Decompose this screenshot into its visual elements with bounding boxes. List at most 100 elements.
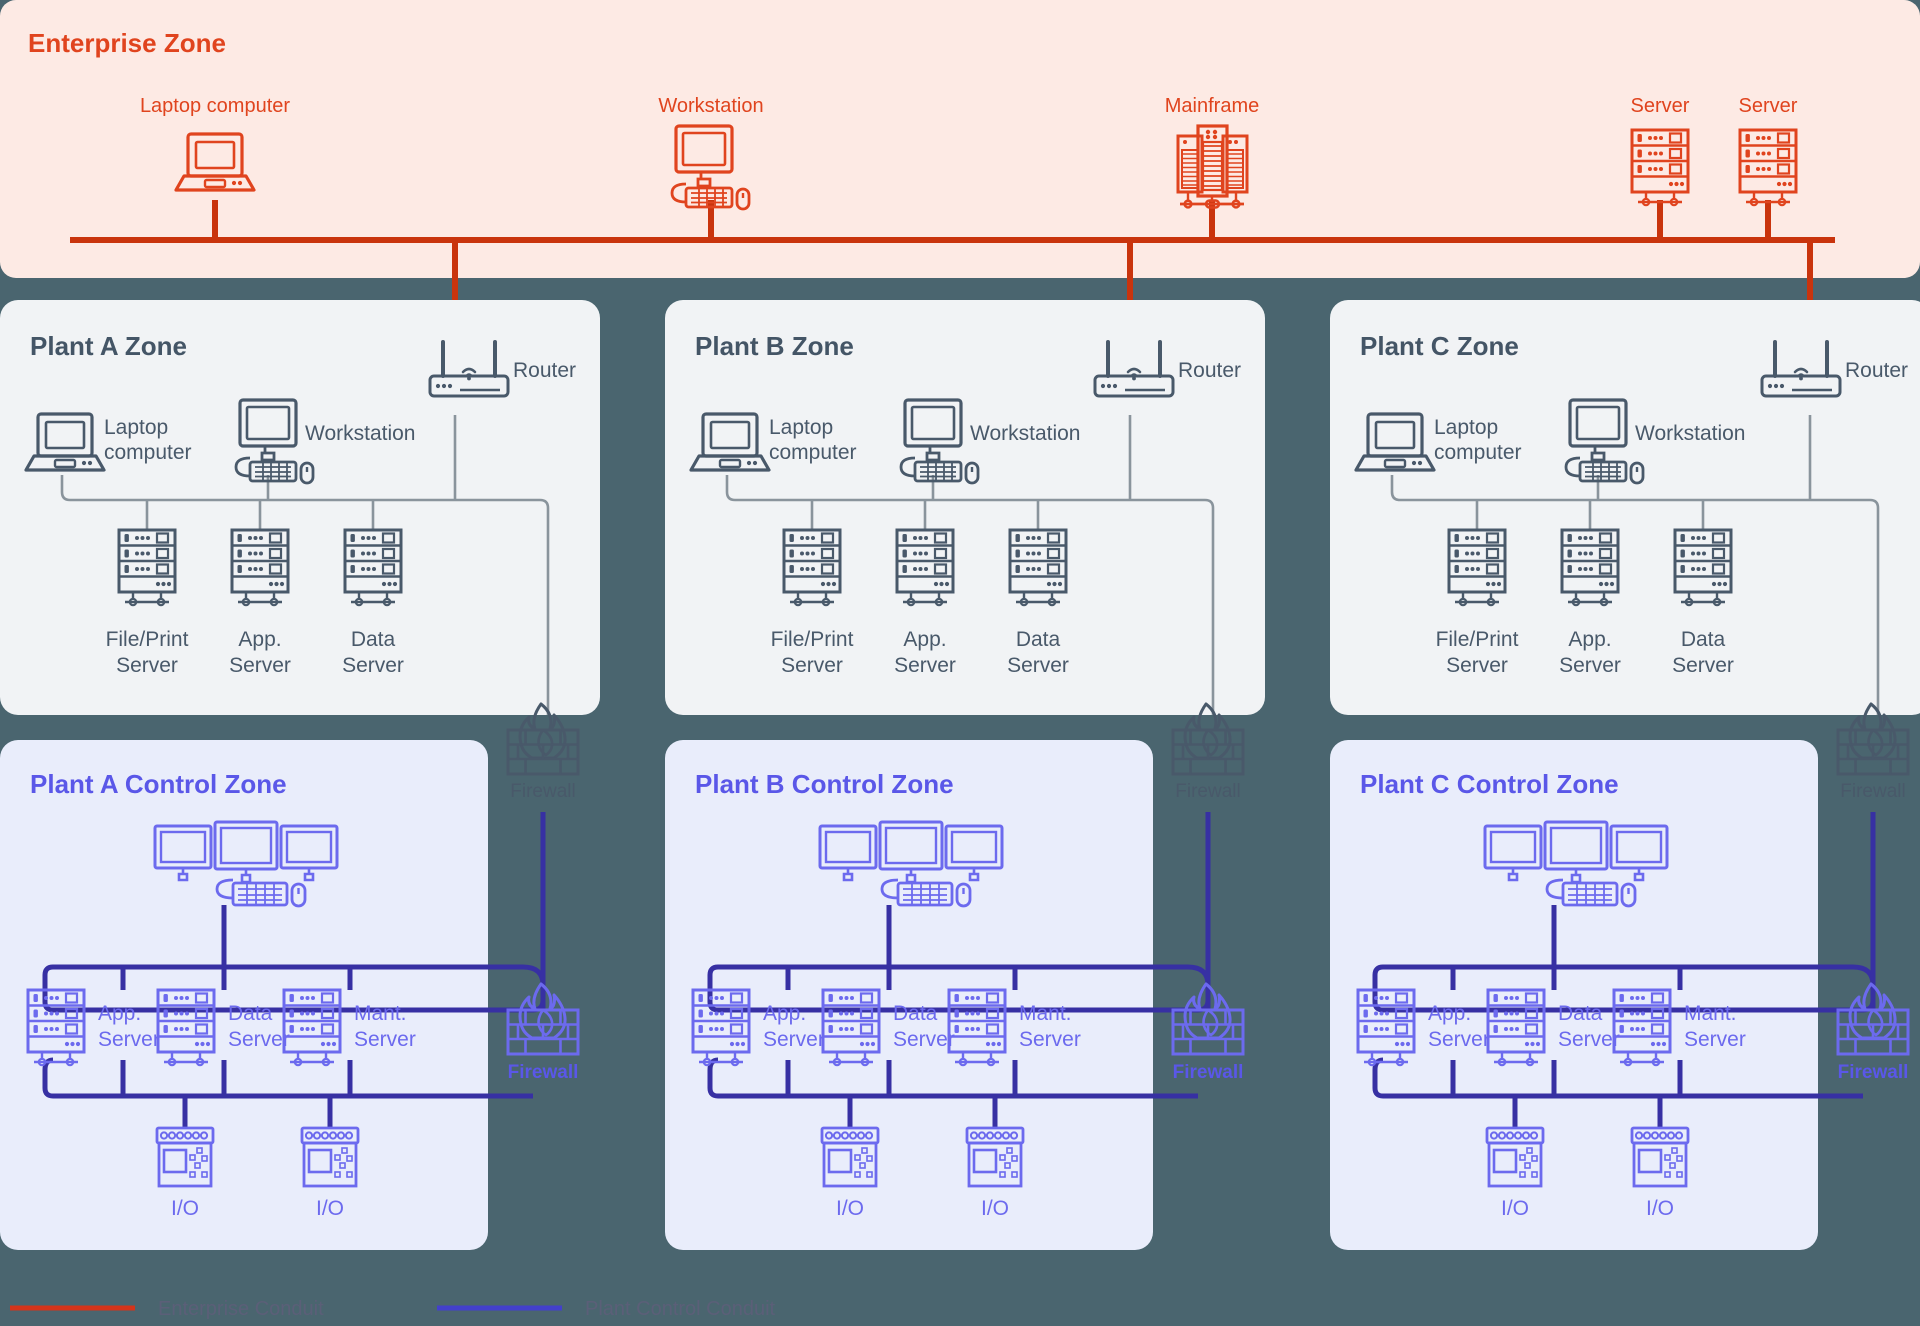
plant-c-server-1-label-2: Server — [1559, 654, 1621, 677]
plant-b-workstation-label: Workstation — [970, 422, 1081, 445]
plant-c-server-app[interactable]: App. Server — [1559, 528, 1621, 677]
plant-c-io-1[interactable]: I/O — [1485, 1126, 1545, 1220]
plant-b-laptop[interactable]: Laptop computer — [689, 412, 857, 472]
plant-c-ctrl-server-0-label-2: Server — [1428, 1028, 1490, 1051]
enterprise-server-1-label: Server — [1631, 95, 1690, 117]
plant-b-server-app[interactable]: App. Server — [894, 528, 956, 677]
plant-a-control-zone: Plant A Control Zone App. Server Data Se… — [0, 740, 580, 1250]
plant-a-server-fileprint[interactable]: File/Print Server — [106, 528, 189, 677]
legend: Enterprise Conduit Plant Control Conduit — [10, 1298, 776, 1320]
plant-a-server-0-label-2: Server — [116, 654, 178, 677]
plant-a-ctrl-server-mant[interactable]: Mant. Server — [282, 988, 416, 1067]
plant-a-ctrl-server-2-label-2: Server — [354, 1028, 416, 1051]
enterprise-zone: Enterprise Zone Laptop computer Workstat… — [0, 0, 1920, 375]
plant-b-ctrl-server-0-label-2: Server — [763, 1028, 825, 1051]
plant-c-io-2-label: I/O — [1646, 1197, 1674, 1220]
plant-a-internal-links — [60, 415, 550, 715]
enterprise-node-laptop[interactable]: Laptop computer — [140, 95, 290, 192]
plant-a-workstation[interactable]: Workstation — [234, 398, 416, 485]
plant-c-workstation-label: Workstation — [1635, 422, 1746, 445]
plant-c-control-zone-panel — [1330, 740, 1818, 1250]
plant-c-ctrl-server-mant[interactable]: Mant. Server — [1612, 988, 1746, 1067]
plant-b-server-fileprint[interactable]: File/Print Server — [771, 528, 854, 677]
plant-c-server-data[interactable]: Data Server — [1672, 528, 1734, 677]
plant-a-inner-firewall-label: Firewall — [508, 1062, 579, 1083]
plant-b-server-0-label-2: Server — [781, 654, 843, 677]
plant-b-zone-title: Plant B Zone — [695, 331, 854, 361]
plant-a-ctrl-server-0-label-2: Server — [98, 1028, 160, 1051]
plant-c-ctrl-server-data[interactable]: Data Server — [1486, 988, 1620, 1067]
plant-a-outer-firewall[interactable]: Firewall — [506, 702, 580, 802]
plant-b-router[interactable]: Router — [1093, 340, 1241, 398]
plant-b-ctrl-server-2-label-2: Server — [1019, 1028, 1081, 1051]
plant-a-control-zone-title: Plant A Control Zone — [30, 769, 287, 799]
plant-b-server-data[interactable]: Data Server — [1007, 528, 1069, 677]
plant-a-outer-firewall-label: Firewall — [510, 781, 575, 802]
plant-c-ctrl-server-1-label-1: Data — [1558, 1002, 1603, 1025]
plant-b-inner-firewall[interactable]: Firewall — [1171, 982, 1245, 1083]
plant-a-ctrl-server-0-label-1: App. — [98, 1002, 141, 1025]
plant-c-ctrl-server-0-label-1: App. — [1428, 1002, 1471, 1025]
enterprise-server-2-label: Server — [1739, 95, 1798, 117]
plant-a-io-1[interactable]: I/O — [155, 1126, 215, 1220]
plant-a-zone-title: Plant A Zone — [30, 331, 187, 361]
plant-c-server-0-label-2: Server — [1446, 654, 1508, 677]
plant-c-ctrl-server-app[interactable]: App. Server — [1356, 988, 1490, 1067]
plant-a-ctrl-server-1-label-1: Data — [228, 1002, 273, 1025]
plant-a-server-data[interactable]: Data Server — [342, 528, 404, 677]
plant-c-server-fileprint[interactable]: File/Print Server — [1436, 528, 1519, 677]
plant-c-outer-firewall-label: Firewall — [1840, 781, 1905, 802]
plant-a-laptop-label-2: computer — [104, 441, 192, 464]
plant-a-ctrl-server-2-label-1: Mant. — [354, 1002, 407, 1025]
plant-b-io-1[interactable]: I/O — [820, 1126, 880, 1220]
enterprise-node-server-1[interactable]: Server — [1630, 95, 1690, 207]
plant-c-router[interactable]: Router — [1760, 340, 1908, 398]
plant-c-router-label: Router — [1845, 359, 1908, 382]
plant-b-control-zone: Plant B Control Zone App. Server Data Se… — [665, 740, 1245, 1250]
plant-a-server-app[interactable]: App. Server — [229, 528, 291, 677]
plant-b-ctrl-server-1-label-1: Data — [893, 1002, 938, 1025]
plant-c-outer-firewall[interactable]: Firewall — [1836, 702, 1910, 802]
enterprise-node-workstation[interactable]: Workstation — [658, 95, 764, 211]
plant-a-laptop[interactable]: Laptop computer — [24, 412, 192, 472]
enterprise-mainframe-label: Mainframe — [1165, 95, 1259, 117]
plant-b-workstation[interactable]: Workstation — [899, 398, 1081, 485]
plant-a-router[interactable]: Router — [428, 340, 576, 398]
plant-c-zone: Plant C Zone Router Laptop computer Work… — [1330, 300, 1920, 715]
plant-b-server-2-label-1: Data — [1016, 628, 1061, 651]
plant-b-inner-firewall-label: Firewall — [1173, 1062, 1244, 1083]
plant-c-server-1-label-1: App. — [1568, 628, 1611, 651]
plant-c-ctrl-server-1-label-2: Server — [1558, 1028, 1620, 1051]
plant-a-zone-panel — [0, 300, 600, 715]
plant-c-inner-firewall[interactable]: Firewall — [1836, 982, 1910, 1083]
plant-a-io-2[interactable]: I/O — [300, 1126, 360, 1220]
plant-b-control-zone-panel — [665, 740, 1153, 1250]
plant-a-server-1-label-1: App. — [238, 628, 281, 651]
plant-c-server-2-label-2: Server — [1672, 654, 1734, 677]
plant-c-laptop[interactable]: Laptop computer — [1354, 412, 1522, 472]
enterprise-node-server-2[interactable]: Server — [1738, 95, 1798, 207]
plant-c-io-2[interactable]: I/O — [1630, 1126, 1690, 1220]
plant-a-ctrl-server-app[interactable]: App. Server — [26, 988, 160, 1067]
plant-c-ctrl-server-2-label-2: Server — [1684, 1028, 1746, 1051]
plant-a-laptop-label-1: Laptop — [104, 416, 168, 439]
legend-item-enterprise-conduit: Enterprise Conduit — [10, 1298, 324, 1320]
plant-c-laptop-label-2: computer — [1434, 441, 1522, 464]
plant-b-ctrl-server-app[interactable]: App. Server — [691, 988, 825, 1067]
plant-c-workstation[interactable]: Workstation — [1564, 398, 1746, 485]
plant-c-internal-links — [1390, 415, 1880, 715]
plant-b-io-2[interactable]: I/O — [965, 1126, 1025, 1220]
plant-b-io-1-label: I/O — [836, 1197, 864, 1220]
plant-a-inner-firewall[interactable]: Firewall — [506, 982, 580, 1083]
plant-a-io-2-label: I/O — [316, 1197, 344, 1220]
plant-b-outer-firewall[interactable]: Firewall — [1171, 702, 1245, 802]
plant-a-ctrl-server-1-label-2: Server — [228, 1028, 290, 1051]
enterprise-node-mainframe[interactable]: Mainframe — [1165, 95, 1259, 210]
plant-a-io-1-label: I/O — [171, 1197, 199, 1220]
enterprise-zone-title: Enterprise Zone — [28, 28, 226, 58]
plant-b-ctrl-server-data[interactable]: Data Server — [821, 988, 955, 1067]
enterprise-zone-panel — [0, 0, 1920, 278]
plant-b-ctrl-server-mant[interactable]: Mant. Server — [947, 988, 1081, 1067]
plant-a-ctrl-server-data[interactable]: Data Server — [156, 988, 290, 1067]
